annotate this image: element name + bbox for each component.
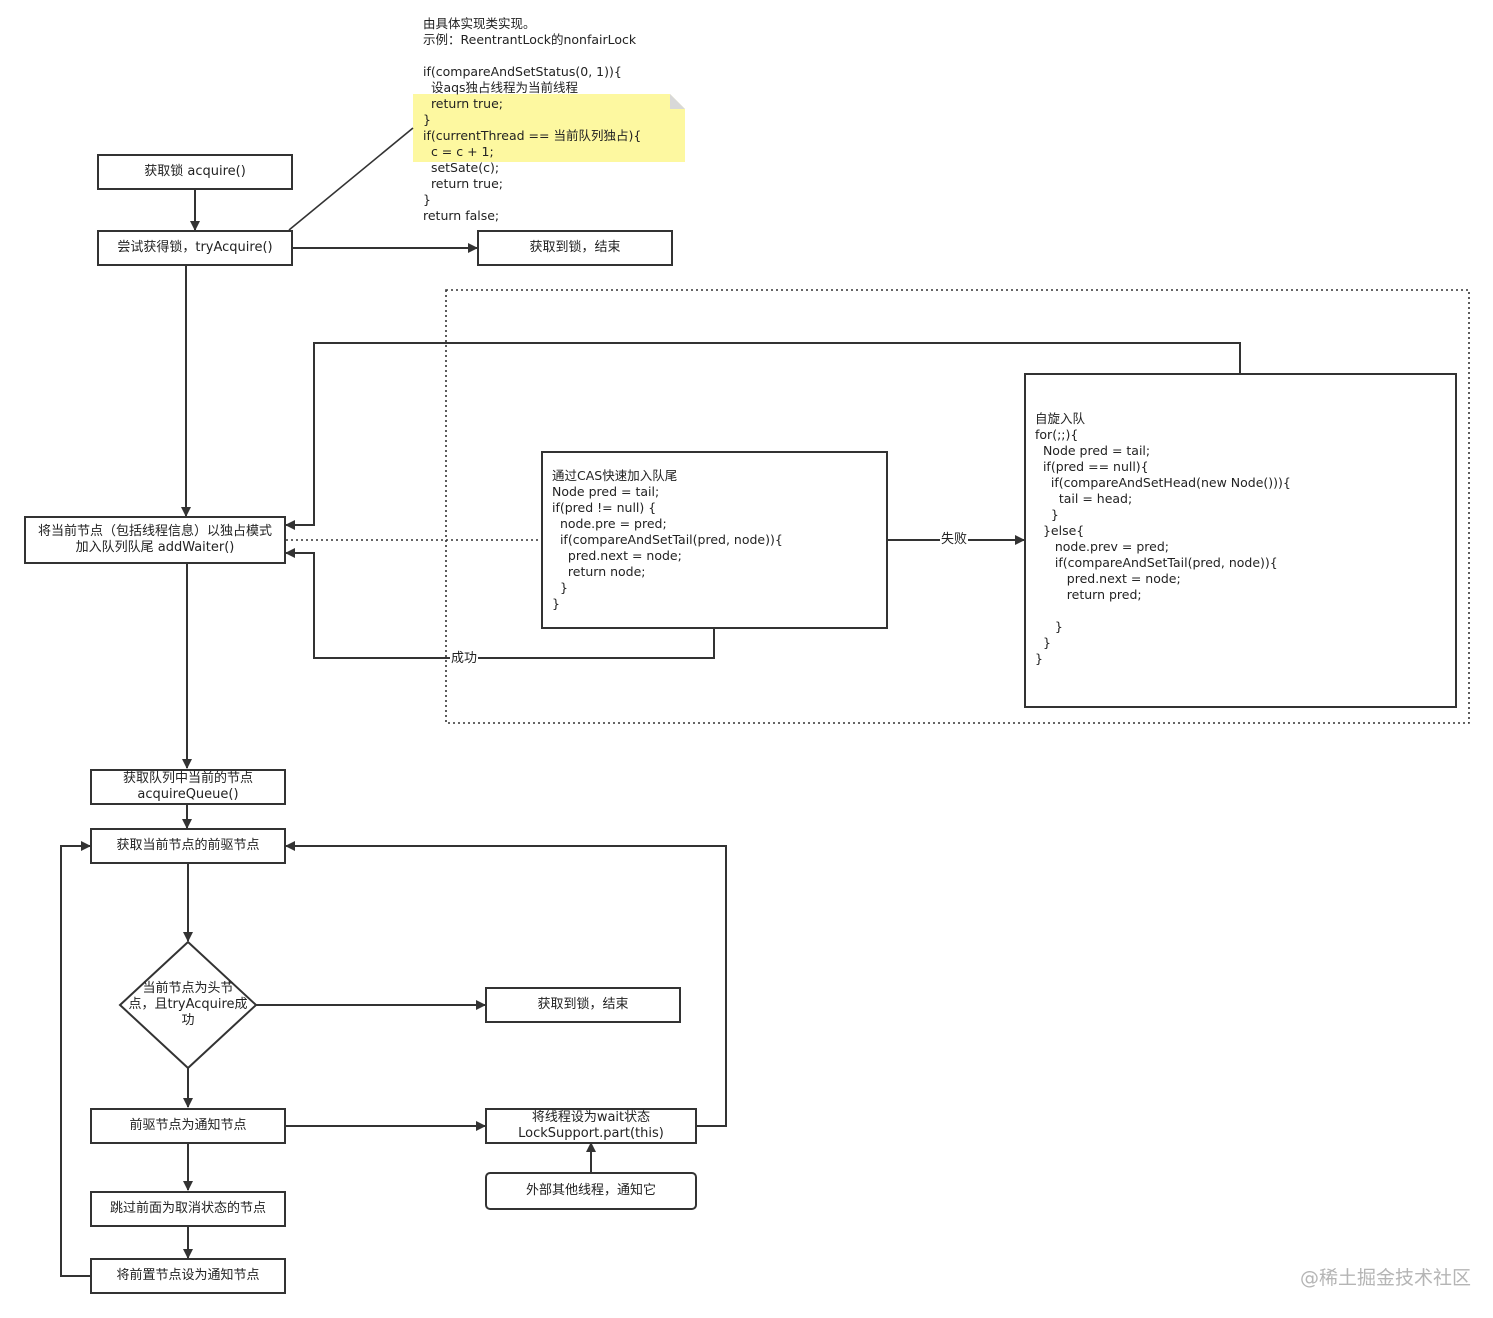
note-fold (670, 94, 685, 109)
external-notify-box: 外部其他线程，通知它 (485, 1172, 697, 1210)
cas-enqueue-box: 通过CAS快速加入队尾 Node pred = tail; if(pred !=… (541, 451, 888, 629)
acquire-queue-box: 获取队列中当前的节点 acquireQueue() (90, 769, 286, 805)
edge-spin-to-addwaiter (285, 342, 1241, 530)
park-thread-box: 将线程设为wait状态 LockSupport.part(this) (485, 1108, 697, 1144)
edge-set-loop (60, 841, 91, 1277)
note-connector (288, 127, 414, 231)
enqueue-region-border (445, 289, 1470, 724)
note-highlight (413, 94, 685, 162)
set-signal-box: 将前置节点设为通知节点 (90, 1258, 286, 1294)
tryacquire-note: 由具体实现类实现。 示例：ReentrantLock的nonfairLock i… (423, 16, 642, 223)
success-edge-label: 成功 (450, 651, 479, 667)
spin-enqueue-box: 自旋入队 for(;;){ Node pred = tail; if(pred … (1024, 373, 1457, 708)
edge-park-loop (285, 841, 727, 1127)
add-waiter-box: 将当前节点（包括线程信息）以独占模式 加入队列队尾 addWaiter() (24, 516, 286, 564)
get-predecessor-box: 获取当前节点的前驱节点 (90, 828, 286, 864)
watermark: @稀土掘金技术社区 (1300, 1267, 1472, 1289)
acquire-box: 获取锁 acquire() (97, 154, 293, 190)
decision-text: 当前节点为头节 点，且tryAcquire成 功 (128, 981, 248, 1028)
skip-cancelled-box: 跳过前面为取消状态的节点 (90, 1191, 286, 1227)
try-acquire-box: 尝试获得锁，tryAcquire() (97, 230, 293, 266)
edge-cas-success (285, 548, 715, 659)
fail-edge-label: 失败 (940, 532, 969, 548)
got-lock-end-box-2: 获取到锁，结束 (485, 987, 681, 1023)
pred-signal-box: 前驱节点为通知节点 (90, 1108, 286, 1144)
got-lock-end-box-1: 获取到锁，结束 (477, 230, 673, 266)
